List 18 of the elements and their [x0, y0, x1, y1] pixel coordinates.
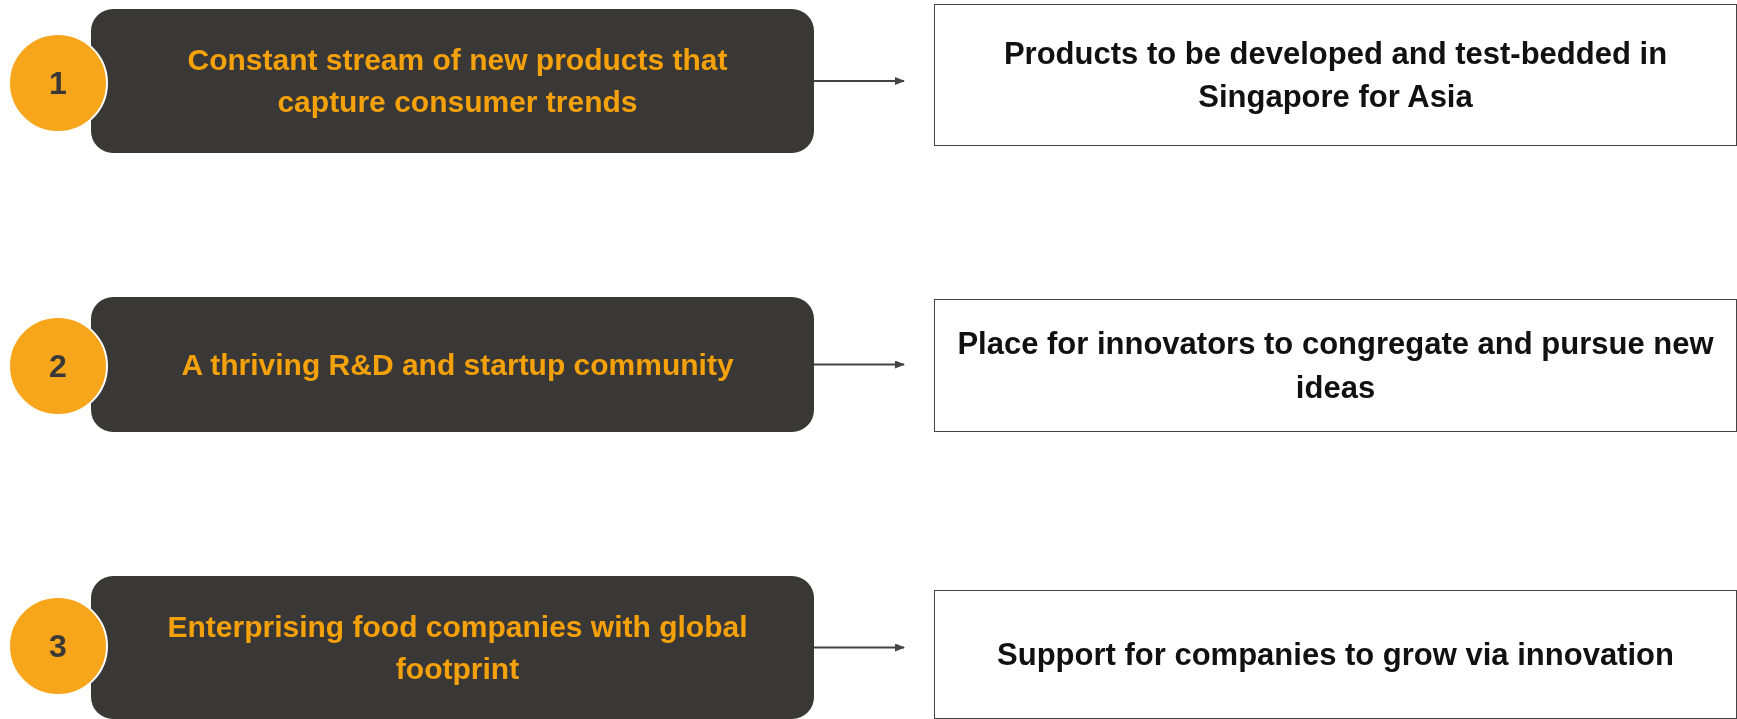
arrow [813, 360, 905, 369]
outcome-box [934, 4, 1737, 146]
feature-box [91, 576, 814, 719]
outcome-box [934, 590, 1737, 719]
box-text: Place for innovators to congregate and pursue new ideas [956, 325, 1715, 407]
box-text: Support for companies to grow via innovation [997, 635, 1674, 674]
arrow [813, 643, 905, 652]
step-number: 2 [49, 347, 67, 385]
box-text: Enterprising food companies with global footprint [166, 608, 749, 687]
box-text: Constant stream of new products that capture consumer trends [186, 42, 729, 120]
step-number: 1 [49, 64, 67, 102]
step-number: 3 [49, 627, 67, 665]
box-text: A thriving R&D and startup community [181, 346, 734, 383]
arrow [813, 77, 905, 85]
outcome-box [934, 299, 1737, 432]
box-text: Products to be developed and test-bedded in Singapore for Asia [1002, 34, 1669, 116]
feature-box [91, 9, 814, 153]
feature-box [91, 297, 814, 432]
